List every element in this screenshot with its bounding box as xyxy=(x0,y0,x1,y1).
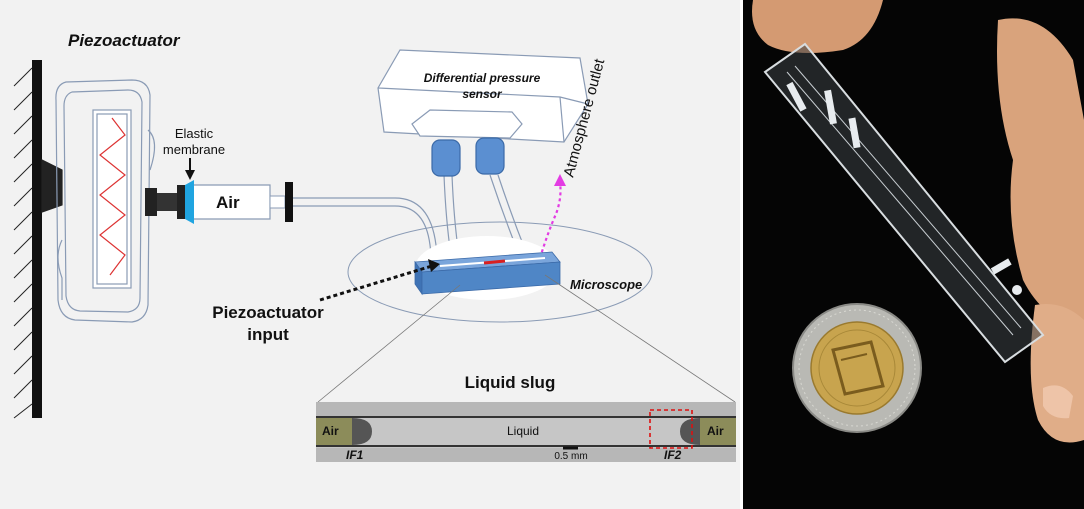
microscope-label: Microscope xyxy=(570,277,642,292)
piezoactuator-body xyxy=(41,79,156,323)
thumb-nail xyxy=(1043,385,1073,419)
air-syringe xyxy=(194,182,293,222)
transparent-microchip xyxy=(763,42,1045,364)
interface-2-highlight-box xyxy=(649,409,693,449)
finger-right xyxy=(997,18,1084,330)
piezo-input-arrowhead xyxy=(428,259,440,272)
pressure-sensor-label-line1: Differential pressure xyxy=(424,71,541,85)
micrograph-liquid-label: Liquid xyxy=(507,424,539,438)
scale-bar-label: 0.5 mm xyxy=(554,451,587,462)
piezo-input-label-line1: Piezoactuator xyxy=(212,303,324,322)
differential-pressure-sensor xyxy=(377,49,589,177)
pressure-sensor-label-line2: sensor xyxy=(462,87,503,101)
atmosphere-outlet-arrow xyxy=(538,181,562,259)
interface-2-label: IF2 xyxy=(664,448,682,462)
interface-1-label: IF1 xyxy=(346,448,364,462)
liquid-slug-micrograph xyxy=(316,402,736,462)
interface-2-meniscus xyxy=(680,418,700,445)
liquid-slug-title: Liquid slug xyxy=(465,373,556,392)
actuator-shaft xyxy=(145,185,185,219)
micrograph-air-left: Air xyxy=(322,424,339,438)
tubing xyxy=(293,174,531,263)
chip-photo xyxy=(743,0,1084,509)
atmosphere-outlet-arrowhead xyxy=(554,174,566,186)
membrane-arrow xyxy=(185,158,195,180)
coin xyxy=(792,303,922,433)
zoom-projection-lines xyxy=(317,274,736,403)
elastic-membrane-label-line1: Elastic xyxy=(175,126,214,141)
piezo-input-arrow xyxy=(319,264,433,302)
syringe-air-label: Air xyxy=(216,193,240,212)
microfluidic-chip xyxy=(414,251,561,296)
elastic-membrane xyxy=(185,180,194,224)
elastic-membrane-label-line2: membrane xyxy=(163,142,225,157)
experimental-setup-diagram: Piezoactuator Elastic membrane Air xyxy=(0,0,740,509)
finger-top xyxy=(752,0,883,54)
fixed-wall xyxy=(13,60,42,419)
piezo-input-label-line2: input xyxy=(247,325,289,344)
interface-1-meniscus xyxy=(352,418,372,445)
piezoactuator-title: Piezoactuator xyxy=(68,31,181,50)
micrograph-air-right: Air xyxy=(707,424,724,438)
